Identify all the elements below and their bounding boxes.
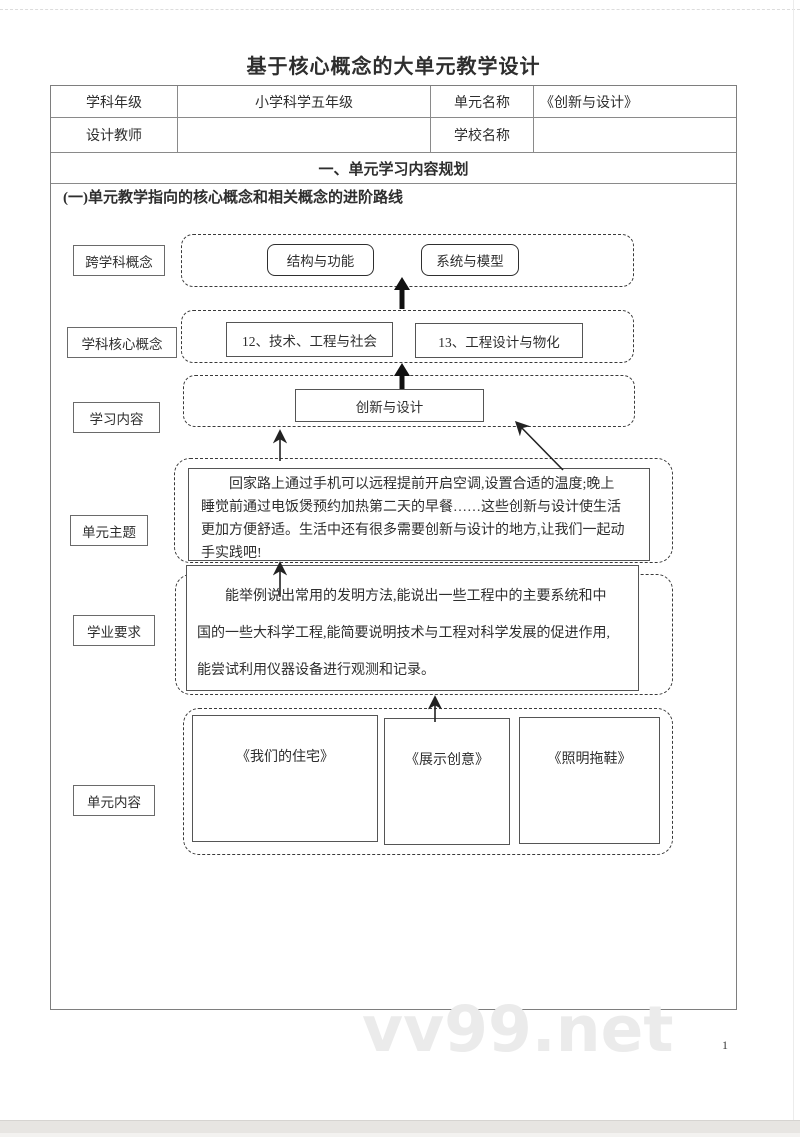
label-cross-concept: 跨学科概念 (73, 245, 165, 276)
container-cross-concept (181, 234, 634, 287)
academic-requirements-line: 能举例说出常用的发明方法,能说出一些工程中的主要系统和中 (225, 589, 607, 604)
unit-theme-text: 回家路上通过手机可以远程提前开启空调,设置合适的温度;晚上 睡觉前通过电饭煲预约… (188, 468, 650, 561)
unit-name-label: 单元名称 (431, 86, 534, 118)
label-learning-content: 学习内容 (73, 402, 160, 433)
unit-theme-line: 回家路上通过手机可以远程提前开启空调,设置合适的温度;晚上 (229, 477, 615, 492)
page-top-edge (0, 9, 800, 10)
academic-requirements-line: 能尝试利用仪器设备进行观测和记录。 (197, 663, 435, 678)
subject-grade-value: 小学科学五年级 (178, 86, 431, 118)
page-title: 基于核心概念的大单元教学设计 (246, 56, 541, 78)
node-engineering-design: 13、工程设计与物化 (415, 323, 583, 358)
container-unit-theme (174, 458, 673, 563)
school-name-value (534, 118, 736, 153)
subject-grade-label: 学科年级 (51, 86, 178, 118)
unit-theme-line: 睡觉前通过电饭煲预约加热第二天的早餐……这些创新与设计使生活 (201, 500, 621, 515)
diagram-heading: (一)单元教学指向的核心概念和相关概念的进阶路线 (63, 190, 403, 206)
watermark: vv99.net (362, 993, 674, 1066)
section-header: 一、单元学习内容规划 (51, 153, 736, 184)
school-name-label: 学校名称 (431, 118, 534, 153)
label-core-concept: 学科核心概念 (67, 327, 177, 358)
node-tech-engineering-society: 12、技术、工程与社会 (226, 322, 393, 357)
node-structure-function: 结构与功能 (267, 244, 374, 276)
designer-value (178, 118, 431, 153)
designer-label: 设计教师 (51, 118, 178, 153)
label-unit-content: 单元内容 (73, 785, 155, 816)
label-unit-theme: 单元主题 (70, 515, 148, 546)
unit-theme-line: 更加方便舒适。生活中还有很多需要创新与设计的地方,让我们一起动 (201, 523, 625, 538)
academic-requirements-text: 能举例说出常用的发明方法,能说出一些工程中的主要系统和中 国的一些大科学工程,能… (186, 565, 639, 691)
info-table: 学科年级 小学科学五年级 单元名称 《创新与设计》 设计教师 学校名称 一、单元… (50, 85, 737, 1010)
page-bottom-edge-light (0, 1133, 800, 1137)
node-system-model: 系统与模型 (421, 244, 519, 276)
unit-content-lesson-2: 《展示创意》 (384, 718, 510, 845)
label-academic-requirements: 学业要求 (73, 615, 155, 646)
page-number: 1 (722, 1038, 728, 1052)
node-innovation-design: 创新与设计 (295, 389, 484, 422)
unit-theme-line: 手实践吧! (201, 546, 262, 561)
unit-content-lesson-3: 《照明拖鞋》 (519, 717, 660, 844)
page-bottom-edge (0, 1120, 800, 1134)
academic-requirements-line: 国的一些大科学工程,能简要说明技术与工程对科学发展的促进作用, (197, 626, 610, 641)
unit-content-lesson-1: 《我们的住宅》 (192, 715, 378, 842)
unit-name-value: 《创新与设计》 (534, 86, 736, 118)
container-core-concept (181, 310, 634, 363)
page-right-edge (793, 0, 794, 1120)
